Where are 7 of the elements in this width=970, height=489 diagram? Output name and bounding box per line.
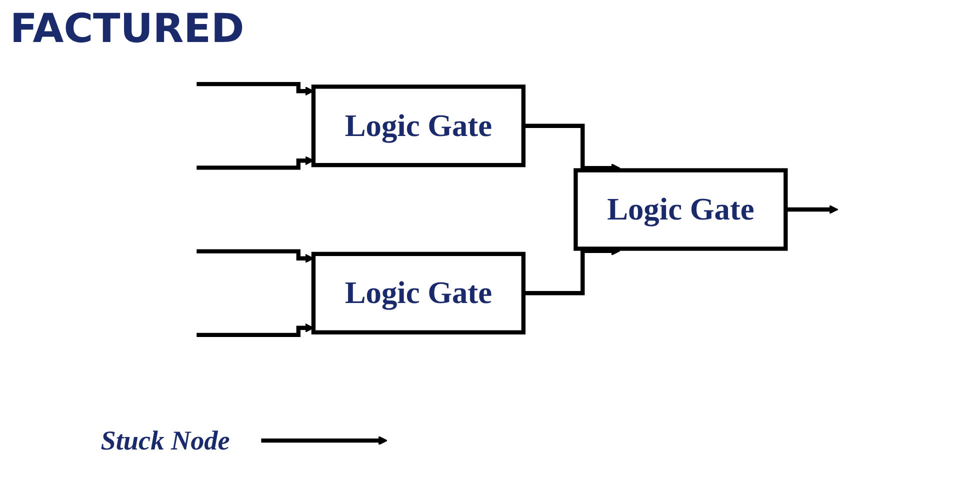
logic-gate-box: Logic Gate [574,168,788,251]
leader-line [261,436,388,446]
logic-gate-box: Logic Gate [311,84,526,168]
arrow [786,204,838,214]
title: FACTURED [10,6,244,52]
logic-gate-box: Logic Gate [311,252,526,334]
note-text: Stuck Node [100,425,230,456]
